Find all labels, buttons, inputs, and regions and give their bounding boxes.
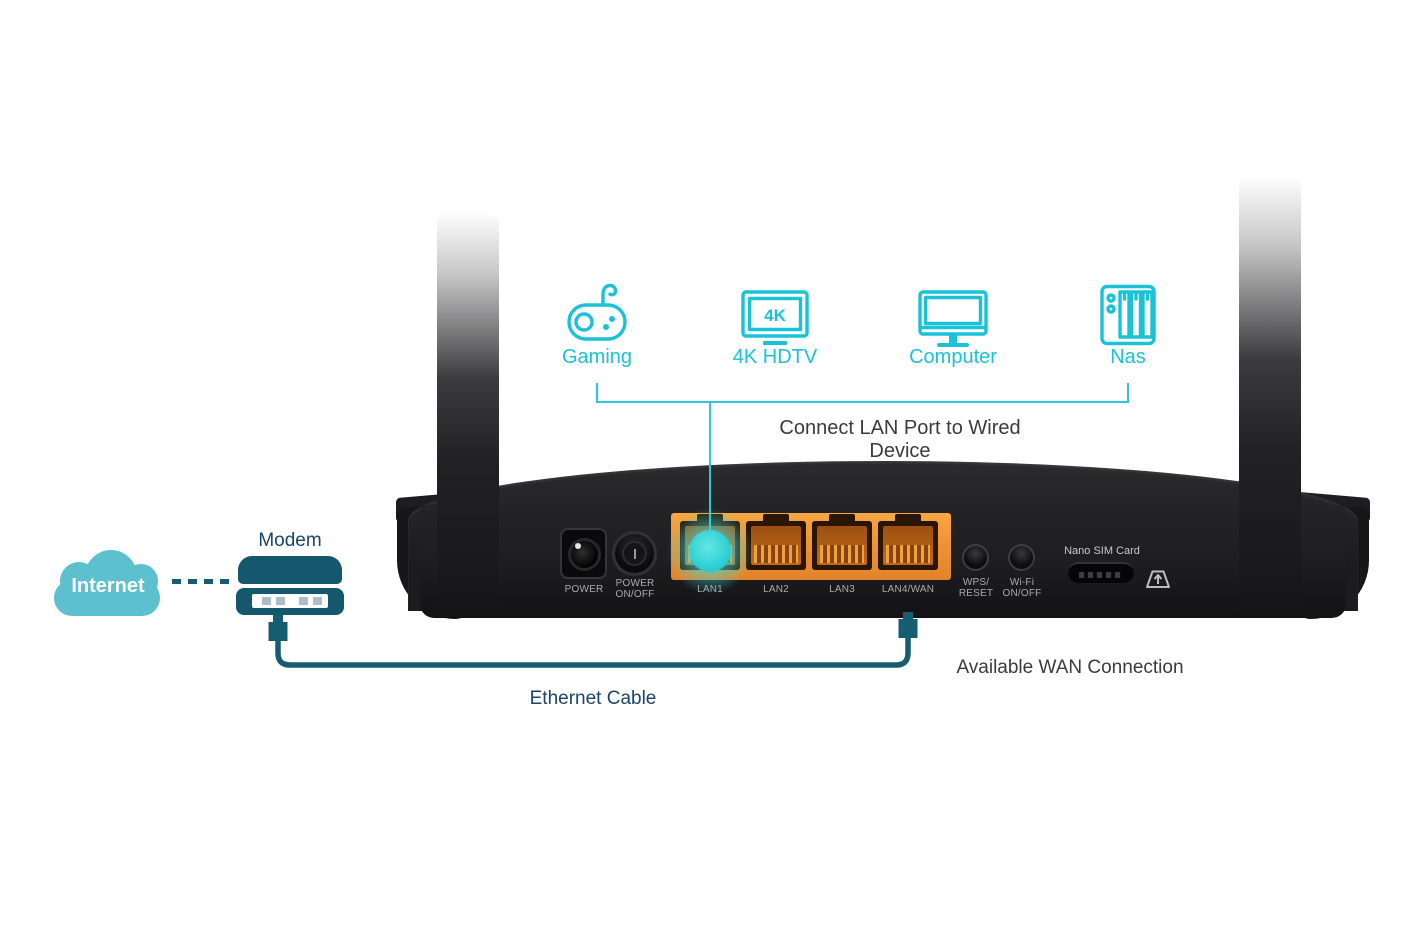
gaming-label: Gaming — [561, 346, 633, 368]
wifi-onoff-label: Wi-Fi ON/OFF — [995, 577, 1049, 599]
lan-drop-line — [709, 401, 711, 551]
wps-reset-label-line1: WPS/ — [962, 577, 990, 588]
internet-label: Internet — [71, 575, 145, 597]
ethernet-cable — [268, 612, 918, 668]
power-onoff-label-line1: POWER — [615, 578, 655, 589]
wifi-onoff-button[interactable] — [1008, 544, 1035, 571]
cloud-base — [54, 580, 160, 616]
modem-led-strip — [252, 594, 328, 608]
wifi-onoff-label-line1: Wi-Fi — [1009, 577, 1035, 588]
modem-led — [276, 597, 285, 605]
modem-bottom-body — [236, 588, 344, 615]
internet-modem-dashed-link — [172, 579, 234, 584]
wps-reset-label-line2: RESET — [958, 588, 994, 599]
lan1-highlight-dot — [689, 530, 731, 572]
lan3-port[interactable] — [812, 514, 872, 570]
lan-bracket-left-tick — [596, 383, 598, 403]
available-wan-note: Available WAN Connection — [956, 657, 1184, 678]
lan4-wan-label: LAN4/WAN — [881, 584, 935, 595]
tv-4k-icon: 4K — [741, 290, 809, 345]
nano-sim-label: Nano SIM Card — [1064, 545, 1140, 557]
gaming-controller-icon — [567, 283, 627, 341]
modem-led — [262, 597, 271, 605]
lan4-wan-port-pins — [886, 545, 930, 563]
power-onoff-button[interactable] — [612, 531, 657, 576]
computer-label: Computer — [909, 346, 997, 368]
lan-bracket-bar — [596, 401, 1129, 403]
power-onoff-cap — [622, 541, 647, 566]
modem-led — [313, 597, 322, 605]
tv-4k-screen-text: 4K — [764, 306, 786, 325]
left-antenna — [437, 212, 499, 608]
lan2-port[interactable] — [746, 514, 806, 570]
nano-sim-slot[interactable] — [1068, 562, 1134, 583]
lan2-port-pins — [754, 545, 798, 563]
modem-led — [299, 597, 308, 605]
modem-top-body — [238, 556, 342, 584]
sim-eject-icon — [1146, 570, 1170, 588]
nas-label: Nas — [1110, 346, 1146, 368]
ethernet-plug-modem — [268, 615, 288, 641]
lan3-port-pins — [820, 545, 864, 563]
power-jack-pin — [575, 543, 581, 549]
ethernet-cable-path — [275, 634, 911, 668]
wps-reset-label: WPS/ RESET — [950, 577, 1002, 599]
power-jack — [560, 528, 607, 579]
modem-label: Modem — [258, 530, 322, 551]
tv-4k-label: 4K HDTV — [732, 346, 818, 368]
power-onoff-label: POWER ON/OFF — [606, 578, 664, 600]
computer-monitor-icon — [918, 290, 988, 347]
wifi-onoff-label-line2: ON/OFF — [1002, 588, 1042, 599]
ethernet-plug-router — [898, 612, 918, 638]
lan2-label: LAN2 — [763, 584, 789, 595]
power-onoff-label-line2: ON/OFF — [615, 589, 655, 600]
internet-cloud: Internet — [52, 548, 164, 620]
wps-reset-button[interactable] — [962, 544, 989, 571]
lan3-label: LAN3 — [829, 584, 855, 595]
power-jack-barrel — [568, 538, 601, 571]
lan4-wan-port[interactable] — [878, 514, 938, 570]
nano-sim-slot-teeth — [1079, 572, 1123, 578]
lan-bracket-right-tick — [1127, 383, 1129, 403]
connect-lan-caption: Connect LAN Port to Wired Device — [779, 417, 1021, 462]
ethernet-cable-label: Ethernet Cable — [529, 688, 657, 709]
right-antenna — [1239, 176, 1301, 612]
power-onoff-mark — [633, 548, 636, 559]
nas-server-icon — [1100, 284, 1156, 346]
power-jack-label: POWER — [564, 584, 604, 595]
